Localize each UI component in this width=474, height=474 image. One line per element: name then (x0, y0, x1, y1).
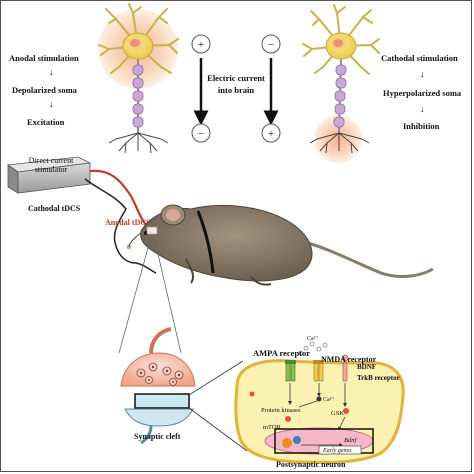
excitation-label: Excitation (27, 117, 65, 127)
positive-electrode-bottom (261, 123, 281, 143)
positive-electrode-top (191, 34, 211, 54)
stimulator-label-line2: stimulator (35, 165, 68, 174)
bdnf-label: BDNF (357, 363, 376, 371)
down-arrow-icon: ↓ (49, 67, 54, 77)
down-arrow-icon: ↓ (420, 104, 425, 114)
into-brain-label: into brain (218, 85, 254, 95)
early-genes-label: Early genes (322, 448, 352, 454)
synaptic-cleft-label: Synaptic cleft (134, 432, 181, 441)
calcium-ions (298, 341, 328, 356)
protein-kinases-label: Protein kinases (261, 407, 301, 414)
minus-sign: − (268, 39, 274, 51)
presynaptic-terminal (120, 352, 196, 387)
zoom-line-left (118, 236, 152, 354)
presynaptic-axon (149, 327, 172, 354)
nucleus-panel: Bdnf Early genes (264, 427, 374, 455)
ampa-receptor-label: AMPA receptor (253, 348, 310, 358)
gsk-icon (343, 408, 349, 414)
hyperpolarized-soma-label: Hyperpolarized soma (383, 88, 462, 98)
mouse-front-leg (185, 258, 195, 284)
ca-inner-icon (316, 396, 322, 402)
synaptic-vesicles (136, 362, 184, 386)
nmda-receptor-label: NMDA receptor (321, 355, 377, 364)
postsynaptic-neuron-diagram: Ca²⁺ AMPA receptor NMDA receptor BDNF Tr… (234, 335, 405, 469)
cathodal-stimulation-label: Cathodal stimulation (381, 53, 458, 63)
inhibition-label: Inhibition (403, 121, 440, 131)
trkb-receptor-label: TrkB receptor (357, 374, 400, 382)
zoom-line-right (153, 236, 182, 354)
bdnf-gene-label: Bdnf (344, 437, 357, 444)
anodal-stimulation-label: Anodal stimulation (9, 53, 79, 63)
ampa-receptor (285, 360, 296, 382)
myelinated-axon (333, 58, 347, 134)
mouse-illustration (126, 204, 434, 286)
ca-inner-label: Ca²⁺ (323, 396, 335, 403)
excited-neuron-illustration (98, 3, 179, 154)
dna-factor-icon (293, 436, 301, 444)
synapse-illustration: Synaptic cleft (120, 327, 196, 445)
cathodal-wire (84, 178, 157, 274)
plus-sign: + (268, 128, 274, 140)
connector-line-top (188, 360, 244, 396)
negative-electrode-top (261, 34, 281, 54)
connector-line-bottom (188, 407, 248, 452)
postsynaptic-neuron-label: Postsynaptic neuron (276, 460, 346, 469)
postsynaptic-density (124, 408, 194, 427)
gsk-label: GSK (331, 410, 344, 417)
mtor-icon (285, 416, 291, 422)
signalling-dot (249, 391, 255, 397)
inhibited-neuron-illustration (302, 4, 380, 163)
anodal-tdcs-label: Anodal tDCS (105, 218, 151, 227)
cathodal-tdcs-label: Cathodal tDCS (28, 204, 81, 213)
trkb-receptor (341, 354, 349, 382)
axon-terminals (108, 132, 169, 154)
plus-sign: + (198, 39, 204, 51)
calcium-label: Ca²⁺ (307, 335, 319, 342)
anodal-pathway-text: Anodal stimulation ↓ Depolarized soma ↓ … (9, 53, 79, 127)
electric-current-label: Electric current (207, 73, 265, 83)
transcription-factor-icon (282, 438, 292, 448)
myelinated-axon (132, 59, 144, 133)
depolarized-soma-label: Depolarized soma (12, 85, 78, 95)
mouse-tail (300, 239, 434, 278)
electric-current-panel: + − Electric current into brain − + (191, 34, 281, 143)
mouse-body (140, 204, 313, 282)
neuron-nucleus (333, 39, 343, 47)
axon-terminals (309, 132, 370, 154)
nmda-receptor (313, 360, 324, 382)
down-arrow-icon: ↓ (420, 69, 425, 79)
synaptic-cleft-box (134, 393, 190, 409)
mouse-hind-leg (250, 276, 272, 286)
mouse-inner-ear (166, 209, 180, 221)
direct-current-stimulator: Direct current stimulator (6, 156, 92, 194)
neuron-nucleus (130, 39, 140, 47)
minus-sign: − (198, 128, 204, 140)
negative-electrode-bottom (191, 123, 211, 143)
cathodal-pathway-text: Cathodal stimulation ↓ Hyperpolarized so… (381, 53, 462, 131)
harness-strap (196, 210, 215, 274)
stimulator-label-line1: Direct current (29, 156, 74, 165)
anodal-wire (89, 169, 154, 232)
anodal-electrode-pad (146, 226, 158, 235)
down-arrow-icon: ↓ (49, 99, 54, 109)
mtor-label: mTOR (263, 424, 282, 431)
